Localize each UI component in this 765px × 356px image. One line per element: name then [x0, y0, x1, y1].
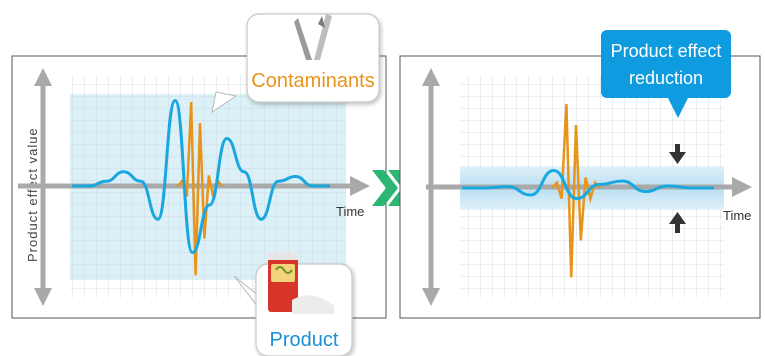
left-vertical-axis [34, 68, 52, 306]
left-product-wave [72, 98, 330, 255]
left-panel: Product effect value Time Contaminants [11, 13, 387, 356]
product-callout: Product [233, 252, 353, 356]
right-vertical-axis [422, 68, 440, 306]
contaminants-label: Contaminants [251, 70, 374, 92]
product-bag-icon [268, 252, 334, 314]
reduction-down-arrow-icon [669, 144, 686, 164]
reduction-up-arrow-icon [669, 212, 686, 233]
reduction-callout: Product effect reduction [601, 30, 731, 118]
product-label: Product [270, 329, 339, 351]
left-time-label: Time [336, 204, 364, 219]
right-contaminant-wave [551, 103, 601, 278]
right-panel: Time Product effect reduction [399, 30, 761, 319]
right-product-wave [462, 168, 714, 201]
contaminant-shards-icon [294, 14, 332, 60]
contaminants-card [246, 13, 380, 103]
contaminants-callout: Contaminants [211, 13, 380, 114]
right-time-label: Time [723, 208, 751, 223]
axis-label: Product effect value [25, 127, 40, 262]
reduction-callout-box [601, 30, 731, 98]
reduction-label-line1: Product effect [611, 41, 722, 61]
reduction-label-line2: reduction [629, 68, 703, 88]
